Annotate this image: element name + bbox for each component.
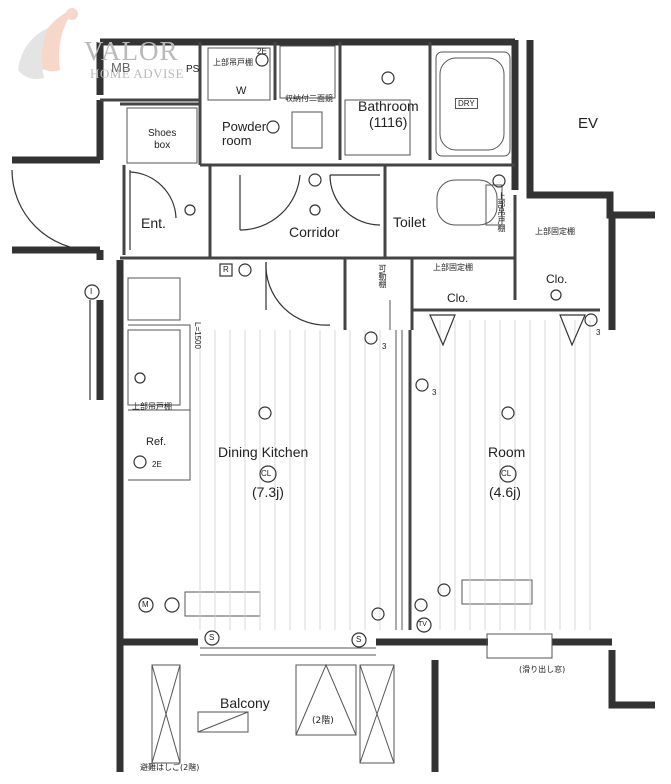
closet-main-label: Clo. [447,291,469,305]
outlet-2e-powder-symbol: 2E [257,47,267,56]
valor-logo-icon [18,8,78,79]
washer-label: W [236,85,247,97]
bathroom-label: Bathroom [358,98,419,114]
interior-walls [100,42,600,630]
closet-side-label: Clo. [546,272,568,286]
outlet-3-clo-symbol: 3 [596,328,601,337]
flooring-pattern [199,320,591,630]
storage-mirror-note: 収納付二面鏡 [285,94,333,103]
outlet-2e-kitchen-symbol: 2E [152,460,162,469]
doors [11,169,586,400]
upper-fixed-shelf-note-2: 上部固定棚 [433,263,473,272]
escape-ladder-note: 避難はしご(2階) [140,763,200,772]
electrical-symbols [84,53,598,648]
room-label: Room [488,444,526,460]
walls [12,38,655,772]
corridor-label: Corridor [289,224,340,240]
refrigerator-label: Ref. [146,436,167,448]
outlet-3-room-symbol: 3 [432,388,437,397]
brand-name: VALOR [84,36,179,66]
sensor-s-left-symbol: S [209,633,215,642]
upper-cabinet-powder-note: 上部吊戸棚 [213,58,253,67]
dining-kitchen-size: (7.3j) [252,484,284,500]
ceiling-height-note: L=1500 [193,322,202,349]
upper-cabinet-kitchen-note: 上部吊戸棚 [132,402,172,411]
balcony-note: (2階) [312,716,334,726]
ceiling-light-room-symbol: CL [501,469,512,478]
tv-outlet-symbol: TV [418,621,427,628]
mb-label: MB [111,60,131,75]
meter-m-symbol: M [142,600,149,609]
toilet-label: Toilet [393,214,426,230]
room-size: (4.6j) [489,484,521,500]
powder-room-label: Powder room [222,119,267,148]
intercom-i-symbol: I [90,287,93,296]
dining-kitchen-label: Dining Kitchen [218,444,309,460]
dry-note: DRY [455,98,478,109]
ps-label: PS [186,64,200,75]
ceiling-light-dk-symbol: CL [261,469,272,478]
fixtures [126,45,553,764]
movable-shelf-note: 可動棚 [378,264,387,288]
sliding-window-note: (滑り出し窓) [519,665,566,674]
brand-tagline: HOME ADVISE [90,66,184,81]
upper-fixed-shelf-note-1: 上部固定棚 [535,227,575,236]
shoes-box-label: Shoes box [148,128,177,151]
sensor-s-right-symbol: S [356,635,362,644]
ev-label: EV [578,115,599,132]
outlet-3-dk-symbol: 3 [382,342,387,351]
entrance-label: Ent. [141,215,166,231]
receptacle-r-symbol: R [223,265,229,274]
receptacle-r-icon [219,263,233,277]
upper-cabinet-toilet-note: 上部吊戸棚 [497,192,506,232]
balcony-label: Balcony [220,695,270,711]
bathroom-size: (1116) [369,114,408,130]
